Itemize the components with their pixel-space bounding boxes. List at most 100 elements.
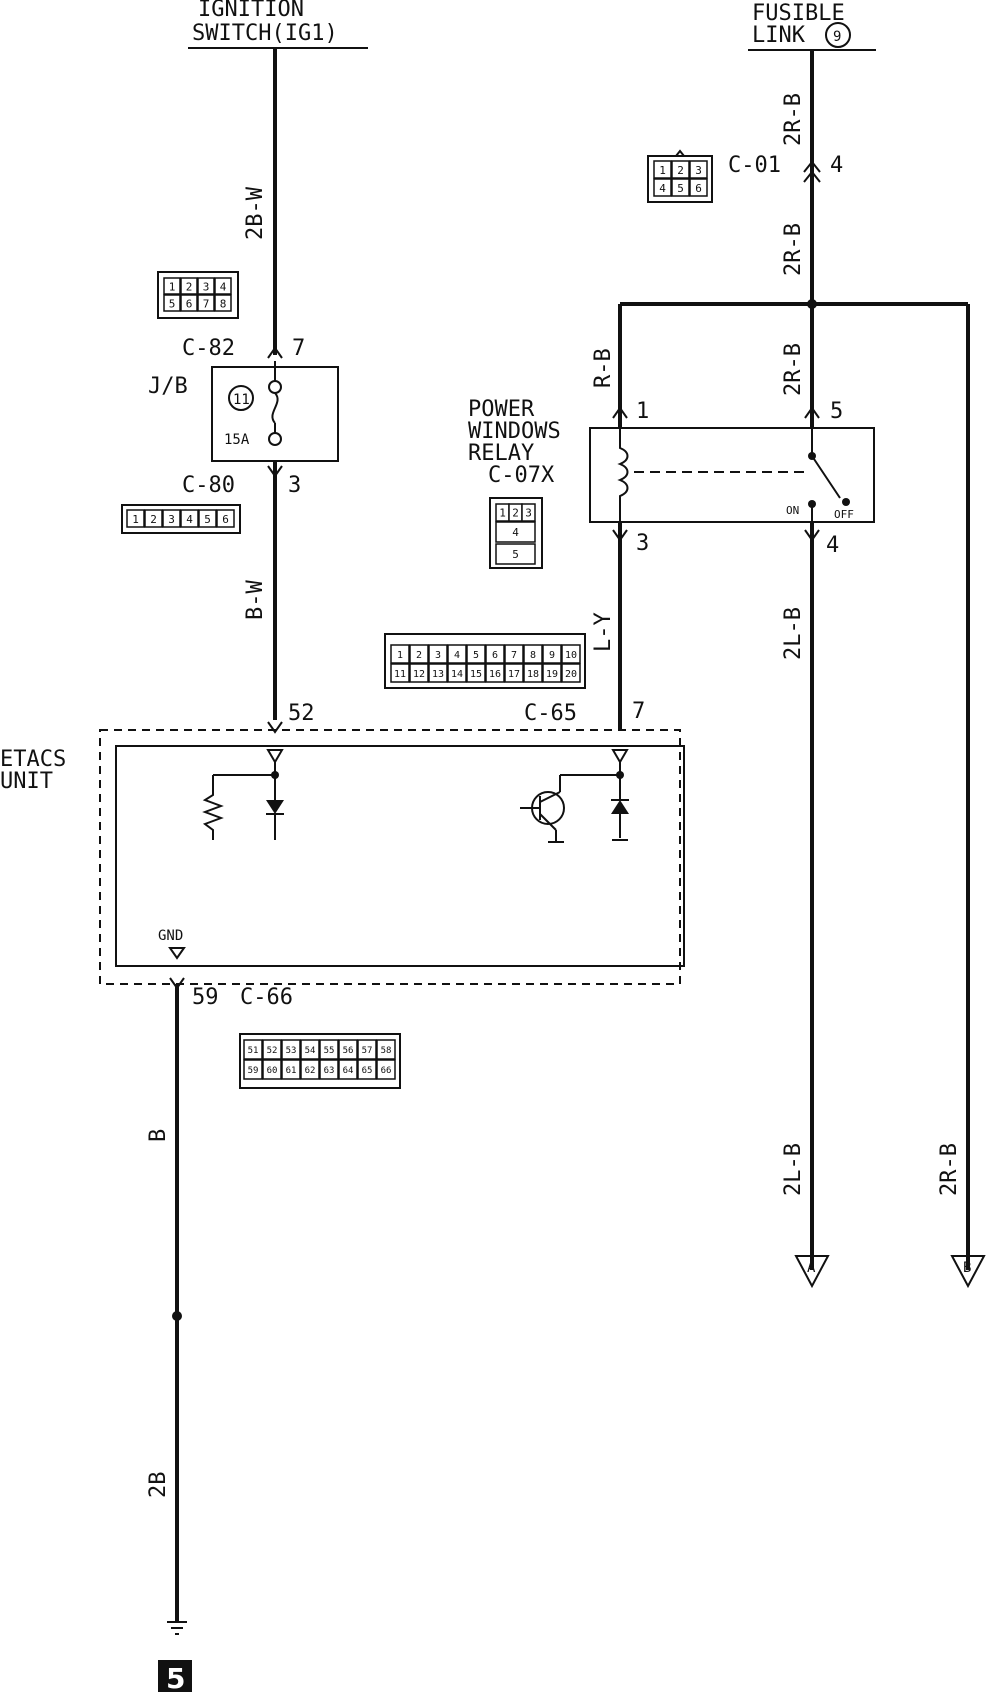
connector-pin-number: 1	[397, 650, 403, 661]
etacs-label-line2: UNIT	[0, 769, 53, 794]
connector-pin-number: 3	[525, 507, 532, 520]
connector-cell	[198, 509, 217, 528]
connector-cell	[180, 509, 199, 528]
connector-cell	[447, 644, 467, 664]
relay-pin-1: 1	[636, 399, 649, 424]
connector-pin-number: 61	[286, 1066, 297, 1076]
relay-title-line2: WINDOWS	[468, 419, 561, 444]
connector-cell	[542, 644, 562, 664]
ground-wire	[172, 984, 182, 1622]
wire-label-2l-b-lower: 2L-B	[781, 1143, 806, 1196]
connector-pin-number: 12	[413, 669, 425, 680]
connector-pin-number: 4	[186, 513, 193, 526]
connector-pin-number: 6	[695, 182, 702, 195]
connector-cell	[495, 543, 536, 565]
connector-cell	[653, 178, 672, 197]
etacs-label-line1: ETACS	[0, 747, 66, 772]
connector-pin-number: 4	[512, 526, 519, 539]
connector-pin-number: 2	[677, 164, 684, 177]
connector-pin-number: 5	[512, 548, 519, 561]
connector-pin-number: 62	[305, 1066, 316, 1076]
connector-cell	[409, 644, 429, 664]
connector-pin-number: 16	[489, 669, 501, 680]
connector-pin-number: 9	[549, 650, 555, 661]
connector-pin-number: 56	[343, 1046, 354, 1056]
wire-label-b: B	[146, 1129, 171, 1142]
connector-cell	[523, 644, 543, 664]
connector-pin-number: 19	[546, 669, 558, 680]
connector-cell	[466, 663, 486, 683]
connector-pin-number: 3	[168, 513, 175, 526]
output-b-label: B	[963, 1260, 971, 1276]
c07x-label: C-07X	[488, 463, 555, 488]
connector-pin-number: 20	[565, 669, 577, 680]
connector-cell	[243, 1059, 263, 1080]
connector-pin-number: 2	[512, 507, 519, 520]
connector-cell	[357, 1059, 377, 1080]
connector-cell	[300, 1059, 320, 1080]
connector-cell	[319, 1059, 339, 1080]
ground-symbol-icon	[167, 1621, 187, 1635]
c01-label: C-01	[728, 153, 781, 178]
connector-cell	[653, 160, 672, 179]
connector-pin-number: 5	[473, 650, 479, 661]
output-a-label: A	[807, 1260, 816, 1276]
relay-pin-3: 3	[636, 531, 649, 556]
relay-off-label: OFF	[834, 508, 854, 521]
junction-block: J/B 11 15A	[148, 361, 339, 462]
wire-label-2l-b-upper: 2L-B	[781, 607, 806, 660]
connector-cell	[495, 521, 536, 543]
connector-pin-number: 2	[186, 280, 193, 293]
relay-on-label: ON	[786, 504, 799, 517]
connector-cell	[262, 1059, 282, 1080]
connector-cell	[300, 1039, 320, 1060]
connector-cell	[390, 644, 410, 664]
connector-cell	[162, 509, 181, 528]
connector-cell	[485, 644, 505, 664]
connector-cell	[197, 294, 215, 312]
output-arrow-a: A	[794, 1255, 830, 1289]
etacs-unit: ETACS UNIT 52 GND	[0, 701, 685, 985]
connector-cell	[689, 160, 708, 179]
connector-cell	[504, 644, 524, 664]
connector-cell	[428, 644, 448, 664]
connector-pin-number: 17	[508, 669, 520, 680]
connector-cell	[338, 1039, 358, 1060]
connector-cell	[243, 1039, 263, 1060]
fuse-terminal-bottom	[268, 432, 282, 446]
connector-cell	[376, 1059, 396, 1080]
connector-cell	[447, 663, 467, 683]
connector-pin-number: 11	[394, 669, 406, 680]
relay-pin-5: 5	[830, 399, 843, 424]
connector-cell	[561, 644, 581, 664]
connector-pin-number: 5	[204, 513, 211, 526]
connector-pin-number: 7	[203, 297, 210, 310]
connector-cell	[671, 160, 690, 179]
connector-pin-number: 4	[454, 650, 460, 661]
connector-pin-number: 55	[324, 1046, 335, 1056]
connector-pin-number: 65	[362, 1066, 373, 1076]
connector-pin-number: 52	[267, 1046, 278, 1056]
power-windows-relay: POWER WINDOWS RELAY C-07X 1 5 3 4 ON OFF	[468, 397, 875, 558]
connector-pin-number: 64	[343, 1066, 354, 1076]
connector-pin-number: 60	[267, 1066, 278, 1076]
connector-cell	[428, 663, 448, 683]
c01-pin: 4	[830, 153, 843, 178]
internal-zener	[611, 800, 629, 814]
output-arrow-b: B	[950, 1255, 986, 1289]
connector-pin-number: 4	[659, 182, 666, 195]
fuse-terminal-top	[268, 380, 282, 394]
relay-title-line3: RELAY	[468, 441, 534, 466]
connector-cell	[262, 1039, 282, 1060]
connector-pin-number: 53	[286, 1046, 297, 1056]
connector-cell	[376, 1039, 396, 1060]
connector-pin-number: 15	[470, 669, 482, 680]
connector-cell	[504, 663, 524, 683]
connector-pin-number: 1	[499, 507, 506, 520]
relay-pin-4: 4	[826, 533, 839, 558]
fusible-link-source: FUSIBLE LINK 9	[748, 1, 876, 51]
